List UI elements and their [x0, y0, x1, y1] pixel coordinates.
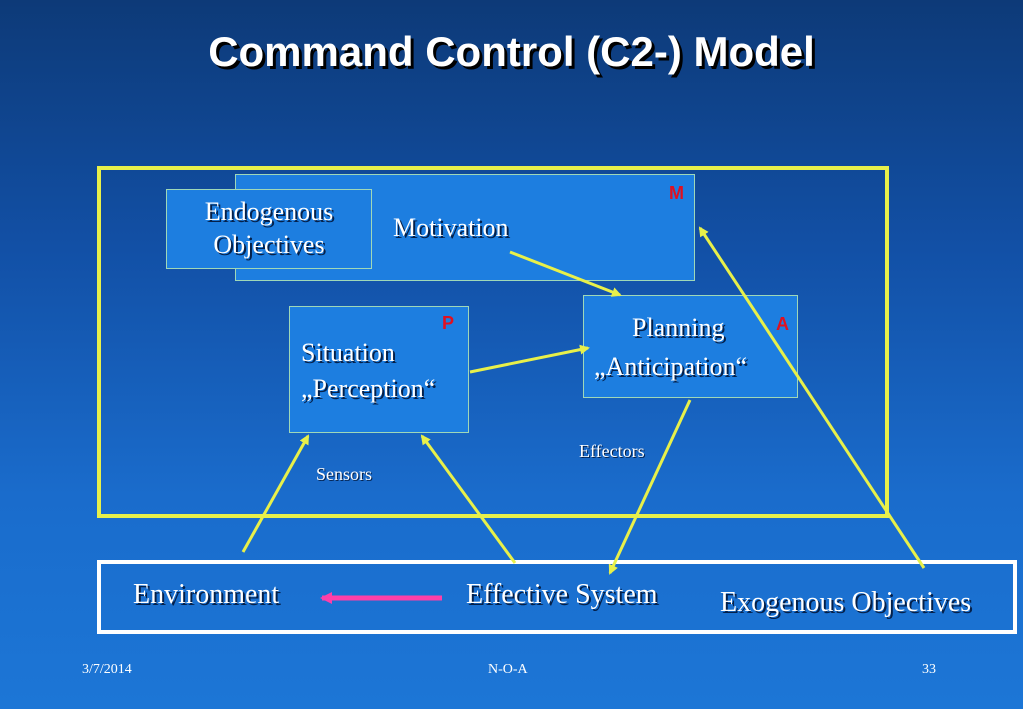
effective-system-label: Effective System [466, 579, 658, 610]
footer-date: 3/7/2014 [82, 662, 132, 677]
situation-line1: Situation [301, 338, 395, 367]
planning-line2: „Anticipation“ [594, 352, 748, 381]
environment-label: Environment [133, 579, 280, 610]
effector-arrow [608, 399, 692, 575]
slide-title: Command Control (C2-) Model [208, 28, 815, 75]
exogenous-objectives-label: Exogenous Objectives [720, 587, 972, 618]
effectors-label: Effectors [579, 441, 645, 461]
sensors-label: Sensors [316, 464, 373, 484]
planning-line1: Planning [632, 313, 725, 342]
environment-sensor-arrow [241, 434, 310, 553]
situation-to-planning-arrow [469, 344, 590, 374]
system-frame [97, 166, 889, 518]
footer-page-number: 33 [922, 662, 936, 677]
endogenous-line2: Objectives [213, 229, 325, 259]
situation-line2: „Perception“ [301, 374, 436, 403]
situation-perception-box: P Situation „Perception“ [289, 306, 469, 433]
effective-system-sensor-arrow [420, 434, 517, 564]
footer-center: N-O-A [488, 662, 528, 677]
motivation-badge: M [669, 183, 684, 203]
endogenous-objectives-box: Endogenous Objectives [166, 189, 372, 269]
planning-anticipation-box: A Planning „Anticipation“ [583, 295, 798, 398]
planning-badge: A [776, 314, 789, 334]
situation-badge: P [442, 313, 455, 333]
environment-frame [97, 560, 1017, 634]
motivation-to-planning-arrow [509, 250, 622, 297]
exogenous-to-motivation-arrow [698, 226, 926, 569]
endogenous-line1: Endogenous [204, 197, 334, 226]
motivation-label: Motivation [393, 213, 509, 242]
